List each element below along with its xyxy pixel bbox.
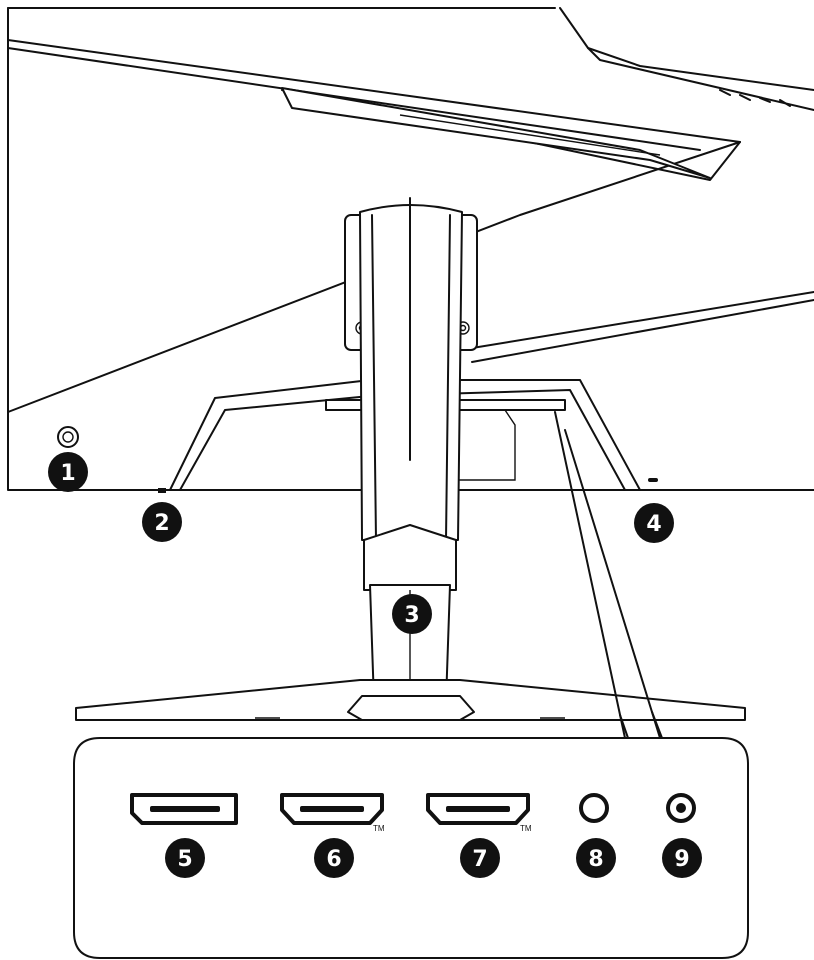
callout-badge: 8 [576,838,616,878]
power-jack-icon [579,793,609,823]
audio-jack-icon [666,793,696,823]
corner-edge-inner [587,47,814,111]
hdmi-icon [426,793,530,825]
callout-badge: 5 [165,838,205,878]
hdmi-1-trademark: TM [373,824,385,833]
port-cavity [454,409,516,481]
displayport-icon [130,793,238,825]
svg-text:3: 3 [404,603,419,628]
pointer-line-right [564,429,661,739]
svg-text:5: 5 [177,847,192,872]
hdmi-icon [280,793,384,825]
bevel-recess-line [399,114,661,156]
callout-badges: 1 2 3 4 5 6 7 8 [48,452,702,878]
detail-box-frame [73,737,749,959]
svg-text:6: 6 [326,847,341,872]
svg-text:2: 2 [154,511,169,536]
hdmi-2-trademark: TM [520,824,532,833]
kensington-lock-icon [648,478,658,482]
callout-badge: 7 [460,838,500,878]
stand-base-hub [347,695,475,721]
bevel-right-lower [459,291,814,351]
pointer-line-ends [619,711,663,739]
svg-text:9: 9 [674,847,689,872]
joystick-marker [158,488,166,493]
stand-collar [363,524,457,591]
bevel-line-lower [7,141,741,413]
pointer-line-left [554,411,626,739]
svg-text:7: 7 [472,847,487,872]
svg-text:1: 1 [60,461,75,486]
callout-badge: 9 [662,838,702,878]
callout-badge: 1 [48,452,88,492]
callout-badge: 6 [314,838,354,878]
svg-text:4: 4 [646,512,661,537]
vent-slots [719,89,791,107]
stand-neck-edges [371,214,451,541]
power-button-inner-icon [62,431,74,443]
power-button-icon [57,426,79,448]
callout-badge: 2 [142,502,182,542]
bevel-line-upper [7,39,741,143]
corner-edge [559,7,814,91]
callout-badge: 3 [392,594,432,634]
bevel-line-upper-inner [7,47,701,151]
callout-badge: 4 [634,503,674,543]
svg-text:8: 8 [588,847,603,872]
monitor-panel-outline [7,7,814,491]
bevel-right-lower-inner [471,299,814,363]
port-detail-box: TM TM [73,711,749,959]
stand [75,197,746,721]
bevel-recess [281,87,711,179]
